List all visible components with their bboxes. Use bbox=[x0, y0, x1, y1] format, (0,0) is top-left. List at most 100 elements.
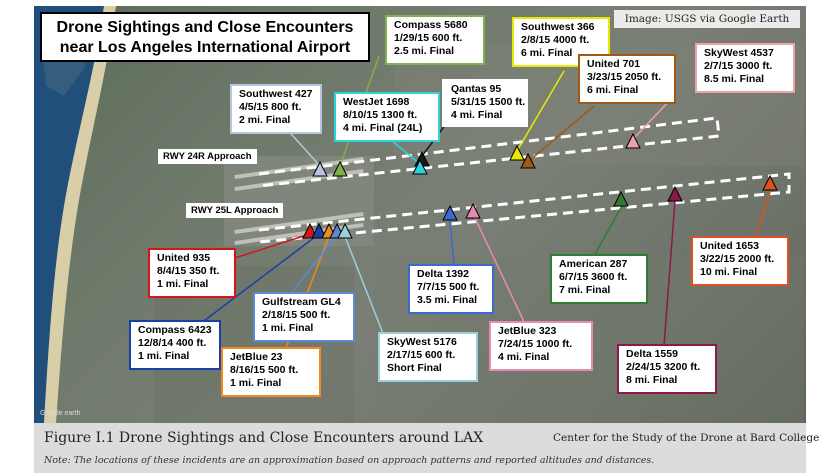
callout-delta1392[interactable]: Delta 1392 7/7/15 500 ft. 3.5 mi. Final bbox=[408, 264, 494, 314]
callout-delta1559[interactable]: Delta 1559 2/24/15 3200 ft. 8 mi. Final bbox=[617, 344, 717, 394]
callout-qantas95[interactable]: Qantas 95 5/31/15 1500 ft. 4 mi. Final bbox=[442, 79, 528, 127]
callout-united1653[interactable]: United 1653 3/22/15 2000 ft. 10 mi. Fina… bbox=[691, 236, 789, 286]
callout-distance: 6 mi. Final bbox=[587, 84, 639, 96]
callout-date-alt: 2/24/15 3200 ft. bbox=[626, 361, 701, 373]
callout-flight: Compass 6423 bbox=[138, 324, 212, 336]
marker-delta1559[interactable] bbox=[667, 185, 683, 202]
callout-date-alt: 6/7/15 3600 ft. bbox=[559, 271, 628, 283]
map-title-line2: near Los Angeles International Airport bbox=[59, 39, 351, 56]
callout-compass6423[interactable]: Compass 6423 12/8/14 400 ft. 1 mi. Final bbox=[129, 320, 221, 370]
map-title-line1: Drone Sightings and Close Encounters bbox=[56, 19, 354, 36]
callout-date-alt: 3/22/15 2000 ft. bbox=[700, 253, 775, 265]
callout-distance: 6 mi. Final bbox=[521, 47, 573, 59]
marker-southwest366[interactable] bbox=[509, 144, 525, 161]
callout-distance: 2 mi. Final bbox=[239, 114, 291, 126]
figure-credit: Center for the Study of the Drone at Bar… bbox=[553, 432, 820, 444]
leader-american287 bbox=[593, 205, 623, 257]
callout-date-alt: 8/16/15 500 ft. bbox=[230, 364, 299, 376]
marker-united1653[interactable] bbox=[762, 174, 778, 191]
map-title: Drone Sightings and Close Encounters nea… bbox=[40, 12, 370, 62]
rwy25l-label: RWY 25L Approach bbox=[186, 203, 284, 218]
callout-date-alt: 7/24/15 1000 ft. bbox=[498, 338, 573, 350]
callout-flight: JetBlue 323 bbox=[498, 325, 557, 337]
callout-distance: 4 mi. Final bbox=[451, 109, 503, 121]
leader-united701 bbox=[528, 105, 595, 162]
callout-distance: 4 mi. Final (24L) bbox=[343, 122, 423, 134]
callout-flight: Southwest 427 bbox=[239, 88, 313, 100]
beach bbox=[44, 6, 116, 423]
callout-flight: SkyWest 4537 bbox=[704, 47, 774, 59]
callout-flight: WestJet 1698 bbox=[343, 96, 410, 108]
marker-american287[interactable] bbox=[613, 190, 629, 207]
callout-jetblue23[interactable]: JetBlue 23 8/16/15 500 ft. 1 mi. Final bbox=[221, 347, 321, 397]
callout-flight: United 1653 bbox=[700, 240, 759, 252]
marker-skywest5176[interactable] bbox=[337, 222, 353, 239]
callout-flight: Delta 1559 bbox=[626, 348, 678, 360]
callout-date-alt: 12/8/14 400 ft. bbox=[138, 337, 207, 349]
callout-date-alt: 1/29/15 600 ft. bbox=[394, 32, 463, 44]
callout-date-alt: 5/31/15 1500 ft. bbox=[451, 96, 526, 108]
callout-date-alt: 3/23/15 2050 ft. bbox=[587, 71, 662, 83]
callout-date-alt: 2/7/15 3000 ft. bbox=[704, 60, 773, 72]
callout-distance: 8 mi. Final bbox=[626, 374, 678, 386]
callout-date-alt: 7/7/15 500 ft. bbox=[417, 281, 480, 293]
rwy24r-label: RWY 24R Approach bbox=[158, 149, 257, 164]
map-attribution: Google earth bbox=[40, 410, 81, 417]
callout-westjet1698[interactable]: WestJet 1698 8/10/15 1300 ft. 4 mi. Fina… bbox=[334, 92, 440, 142]
callout-date-alt: 8/10/15 1300 ft. bbox=[343, 109, 418, 121]
rwy24r-approach-corridor bbox=[258, 116, 721, 188]
image-credit: Image: USGS via Google Earth bbox=[614, 10, 800, 28]
marker-compass5680[interactable] bbox=[332, 160, 348, 177]
leader-delta1392 bbox=[449, 219, 455, 267]
marker-southwest427[interactable] bbox=[312, 160, 328, 177]
callout-jetblue323[interactable]: JetBlue 323 7/24/15 1000 ft. 4 mi. Final bbox=[489, 321, 593, 371]
marker-skywest4537[interactable] bbox=[625, 132, 641, 149]
leader-compass6423 bbox=[183, 233, 320, 337]
ocean bbox=[34, 6, 104, 423]
marker-compass6423[interactable] bbox=[311, 222, 327, 239]
marker-delta1392[interactable] bbox=[442, 204, 458, 221]
marker-westjet1698[interactable] bbox=[412, 158, 428, 175]
callout-compass5680[interactable]: Compass 5680 1/29/15 600 ft. 2.5 mi. Fin… bbox=[385, 15, 485, 65]
callout-distance: 1 mi. Final bbox=[262, 322, 314, 334]
callout-distance: 7 mi. Final bbox=[559, 284, 611, 296]
leader-gulfstreamgl4 bbox=[288, 233, 339, 297]
leader-united1653 bbox=[755, 191, 771, 235]
callout-flight: American 287 bbox=[559, 258, 628, 270]
callout-date-alt: 4/5/15 800 ft. bbox=[239, 101, 302, 113]
callout-distance: 1 mi. Final bbox=[138, 350, 190, 362]
callout-flight: Compass 5680 bbox=[394, 19, 468, 31]
rwy25l-approach-corridor bbox=[258, 172, 791, 244]
figure-note: Note: The locations of these incidents a… bbox=[44, 455, 655, 466]
callout-flight: Qantas 95 bbox=[451, 83, 502, 95]
callout-date-alt: 8/4/15 350 ft. bbox=[157, 265, 220, 277]
leader-jetblue323 bbox=[473, 215, 527, 327]
callout-distance: 4 mi. Final bbox=[498, 351, 550, 363]
caption-bar bbox=[34, 423, 806, 473]
callout-skywest4537[interactable]: SkyWest 4537 2/7/15 3000 ft. 8.5 mi. Fin… bbox=[695, 43, 795, 93]
callout-american287[interactable]: American 287 6/7/15 3600 ft. 7 mi. Final bbox=[550, 254, 648, 304]
callout-date-alt: 2/8/15 4000 ft. bbox=[521, 34, 590, 46]
callout-flight: United 701 bbox=[587, 58, 641, 70]
callout-united935[interactable]: United 935 8/4/15 350 ft. 1 mi. Final bbox=[148, 248, 236, 298]
callout-united701[interactable]: United 701 3/23/15 2050 ft. 6 mi. Final bbox=[578, 54, 676, 104]
callout-distance: 1 mi. Final bbox=[230, 377, 282, 389]
callout-flight: SkyWest 5176 bbox=[387, 336, 457, 348]
callout-southwest427[interactable]: Southwest 427 4/5/15 800 ft. 2 mi. Final bbox=[230, 84, 322, 134]
callout-date-alt: 2/18/15 500 ft. bbox=[262, 309, 331, 321]
callout-distance: 3.5 mi. Final bbox=[417, 294, 478, 306]
marker-united701[interactable] bbox=[520, 152, 536, 169]
callout-date-alt: 2/17/15 600 ft. bbox=[387, 349, 456, 361]
callout-distance: 8.5 mi. Final bbox=[704, 73, 765, 85]
leader-delta1559 bbox=[663, 200, 676, 347]
callout-gulfstreamgl4[interactable]: Gulfstream GL4 2/18/15 500 ft. 1 mi. Fin… bbox=[253, 292, 355, 342]
callout-distance: Short Final bbox=[387, 362, 442, 374]
marker-jetblue323[interactable] bbox=[465, 202, 481, 219]
callout-distance: 10 mi. Final bbox=[700, 266, 758, 278]
callout-flight: Delta 1392 bbox=[417, 268, 469, 280]
callout-distance: 2.5 mi. Final bbox=[394, 45, 455, 57]
callout-skywest5176[interactable]: SkyWest 5176 2/17/15 600 ft. Short Final bbox=[378, 332, 478, 382]
callout-flight: United 935 bbox=[157, 252, 211, 264]
leader-southwest366 bbox=[516, 70, 565, 152]
